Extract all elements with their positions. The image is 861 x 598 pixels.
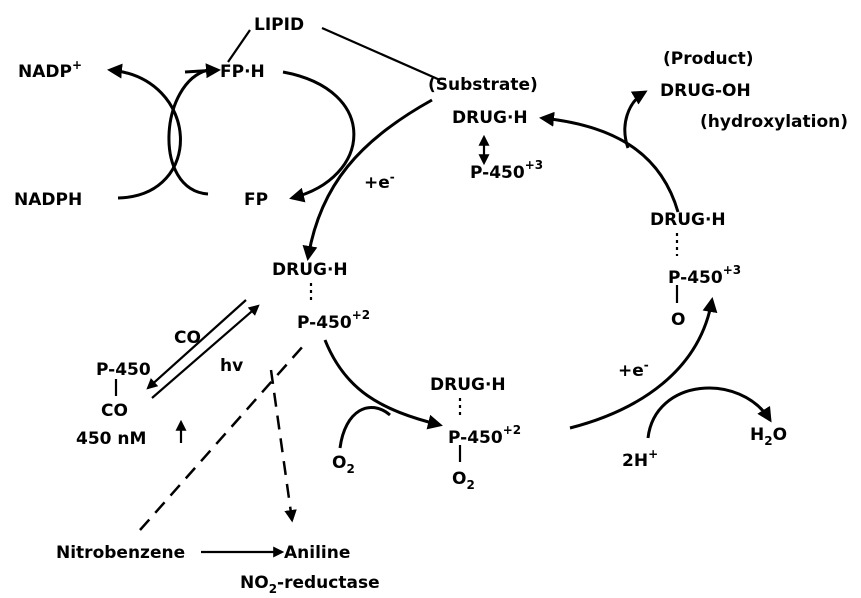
p450-co-label: P-450 [96, 360, 151, 380]
aniline-dashed-arrow [269, 369, 297, 523]
h2o-label: H2O [750, 425, 787, 448]
nadph-arrowhead-to-fph [184, 63, 221, 79]
co-binding-arrow [151, 304, 260, 399]
nitrobenzene-label: Nitrobenzene [56, 543, 185, 563]
fp-label: FP [244, 190, 268, 210]
co-label: CO [174, 328, 201, 348]
lipid-to-substrate-line [321, 26, 441, 82]
hv-label: hv [220, 356, 243, 376]
h2o-release-arc [646, 386, 772, 439]
substrate-label: (Substrate) [428, 75, 538, 95]
nitrobenzene-dashed-line [139, 344, 305, 531]
drugh-top-label: DRUG·H [452, 108, 528, 128]
oxo-to-product-arc [539, 111, 680, 213]
drugh-left-label: DRUG·H [272, 260, 348, 280]
oxy-complex-to-oxo-arc [569, 297, 718, 430]
fp-reduction-arc [282, 70, 356, 203]
p450-right-label: P-450+3 [668, 263, 741, 288]
aniline-label: Aniline [284, 543, 350, 563]
fph-to-fp-arc [167, 68, 209, 196]
lipid-label: LIPID [254, 15, 304, 35]
no2-reductase-label: NO2-reductase [240, 573, 380, 596]
nadph-to-nadp-arc [107, 63, 182, 200]
co-lower-label: CO [101, 401, 128, 421]
electron-transfer-arc [302, 98, 433, 261]
drugh-mid-label: DRUG·H [430, 375, 506, 395]
hydroxylation-label: (hydroxylation) [700, 112, 848, 132]
o2-mid-label: O2 [452, 469, 475, 492]
lipid-to-fph-line [227, 29, 251, 63]
electron-label-2: +e- [618, 358, 649, 381]
2h-plus-label: 2H+ [622, 447, 658, 471]
p450-to-oxy-complex-arc [323, 339, 443, 430]
p450-left-label: P-450+2 [297, 308, 370, 333]
o-right-label: O [671, 310, 685, 330]
fph-label: FP·H [220, 62, 265, 82]
drugoh-label: DRUG-OH [660, 81, 751, 101]
drugh-right-label: DRUG·H [650, 210, 726, 230]
co-release-arrow [146, 299, 247, 390]
p450-mid-label: P-450+2 [448, 423, 521, 448]
product-label: (Product) [663, 49, 754, 69]
electron-label-1: +e- [364, 170, 395, 193]
nadph-label: NADPH [14, 190, 82, 210]
o2-input-label: O2 [332, 453, 355, 476]
product-release-arrow [623, 90, 648, 149]
nadp-label: NADP+ [18, 58, 82, 82]
nm450-label: 450 nM [76, 429, 146, 449]
o2-input-arc [338, 405, 391, 449]
p450-top-label: P-450+3 [470, 158, 543, 183]
